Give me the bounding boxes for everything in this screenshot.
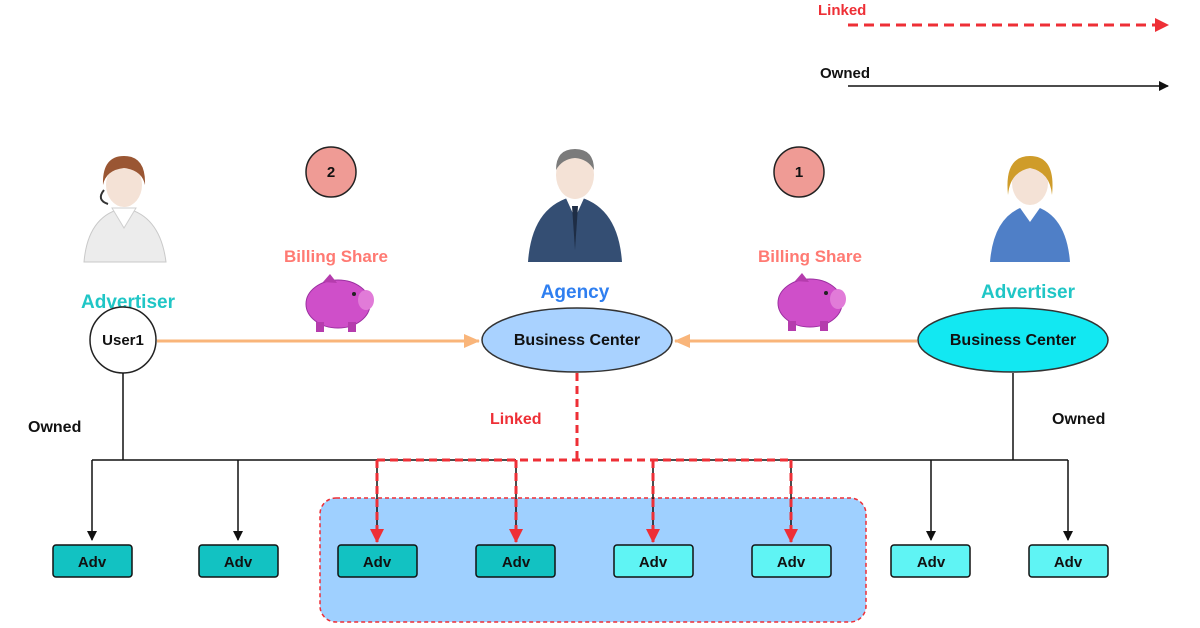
adv-box-4-label: Adv <box>502 554 531 571</box>
advertiser-left-role: Advertiser <box>81 292 176 313</box>
agency-business-center-label: Business Center <box>514 332 640 349</box>
advertiser-right-business-center-label: Business Center <box>950 332 1076 349</box>
legend-linked-label: Linked <box>818 2 866 19</box>
adv-box-1: Adv <box>52 544 133 578</box>
billing-share-label-left: Billing Share <box>284 247 388 266</box>
user1-label: User1 <box>102 332 144 349</box>
step-badge-1 <box>773 146 825 198</box>
adv-box-8: Adv <box>1028 544 1109 578</box>
adv-box-6: Adv <box>751 544 832 578</box>
legend-owned-label: Owned <box>820 65 870 82</box>
advertiser-right-person-icon <box>990 156 1070 262</box>
linked-label-center: Linked <box>490 411 542 428</box>
adv-box-5-label: Adv <box>639 554 668 571</box>
agency-role: Agency <box>541 282 610 303</box>
step-badge-2-label: 2 <box>327 164 335 181</box>
advertiser-left-person-icon <box>83 156 167 263</box>
linked-zone <box>319 497 867 623</box>
agency-business-center-node <box>481 307 673 373</box>
adv-box-3-label: Adv <box>363 554 392 571</box>
adv-box-7-label: Adv <box>917 554 946 571</box>
adv-box-8-label: Adv <box>1054 554 1083 571</box>
adv-box-2-label: Adv <box>224 554 253 571</box>
billing-share-label-right: Billing Share <box>758 247 862 266</box>
adv-box-2: Adv <box>198 544 279 578</box>
adv-box-6-label: Adv <box>777 554 806 571</box>
owned-label-right: Owned <box>1052 411 1105 428</box>
adv-box-1-label: Adv <box>78 554 107 571</box>
adv-box-4: Adv <box>475 544 556 578</box>
adv-box-7: Adv <box>890 544 971 578</box>
owned-label-left: Owned <box>28 419 81 436</box>
piggy-bank-icon-left <box>305 274 374 332</box>
step-badge-1-label: 1 <box>795 164 803 181</box>
advertiser-right-role: Advertiser <box>981 282 1076 303</box>
linked-connectors <box>370 373 798 543</box>
piggy-bank-icon-right <box>777 273 846 331</box>
step-badge-2 <box>305 146 357 198</box>
adv-box-5: Adv <box>613 544 694 578</box>
adv-box-3: Adv <box>337 544 418 578</box>
advertiser-right-business-center-node <box>917 307 1109 373</box>
agency-person-icon <box>528 149 622 262</box>
